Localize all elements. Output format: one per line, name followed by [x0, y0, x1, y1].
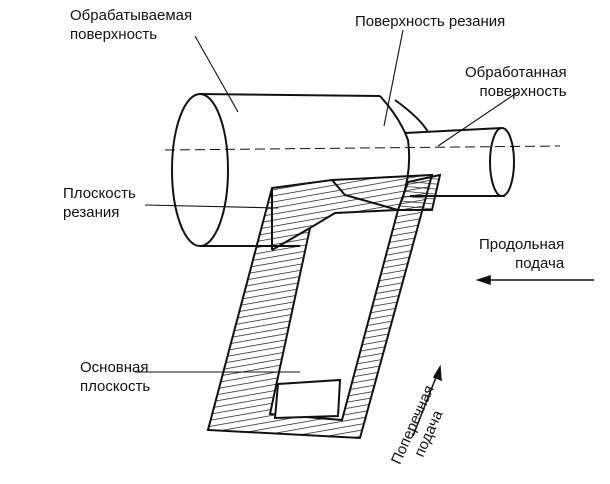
- label-cutting-surface: Поверхность резания: [355, 13, 506, 30]
- leader-cutting-plane: [144, 204, 279, 209]
- label-cutting-plane: Плоскость резания: [63, 184, 136, 222]
- label-longitudinal-feed: Продольная подача: [479, 235, 564, 273]
- leader-workpiece: [194, 35, 239, 113]
- machined-end-face: [489, 127, 515, 197]
- axis-line: [164, 145, 561, 151]
- workpiece-end-face: [171, 93, 229, 247]
- label-cutting-plane-line2: резания: [63, 204, 120, 221]
- label-base-plane-line2: плоскость: [80, 378, 151, 395]
- workpiece-top-edge: [199, 93, 381, 97]
- label-machined-surface-line1: Обработанная: [465, 64, 567, 81]
- label-machined-surface-line2: поверхность: [479, 83, 567, 100]
- label-longitudinal-feed-line1: Продольная: [479, 236, 565, 253]
- label-workpiece-surface: Обрабатываемая поверхность: [70, 6, 192, 44]
- transition-edge: [394, 99, 429, 133]
- label-machined-surface: Обработанная поверхность: [465, 63, 567, 101]
- machined-top-edge: [404, 127, 503, 134]
- leader-machined: [437, 91, 519, 147]
- label-longitudinal-feed-line2: подача: [515, 255, 565, 272]
- leader-cutting-surface: [383, 29, 404, 127]
- label-base-plane: Основная плоскость: [80, 358, 150, 396]
- tool-shank: [206, 173, 442, 440]
- label-workpiece-surface-line2: поверхность: [70, 26, 158, 43]
- label-cutting-plane-line1: Плоскость: [63, 185, 136, 202]
- leader-lines: [135, 29, 519, 373]
- label-workpiece-surface-line1: Обрабатываемая: [70, 7, 193, 24]
- cross-feed-arrow: [412, 364, 442, 437]
- label-base-plane-line1: Основная: [80, 359, 149, 376]
- longitudinal-feed-arrow: [475, 274, 594, 286]
